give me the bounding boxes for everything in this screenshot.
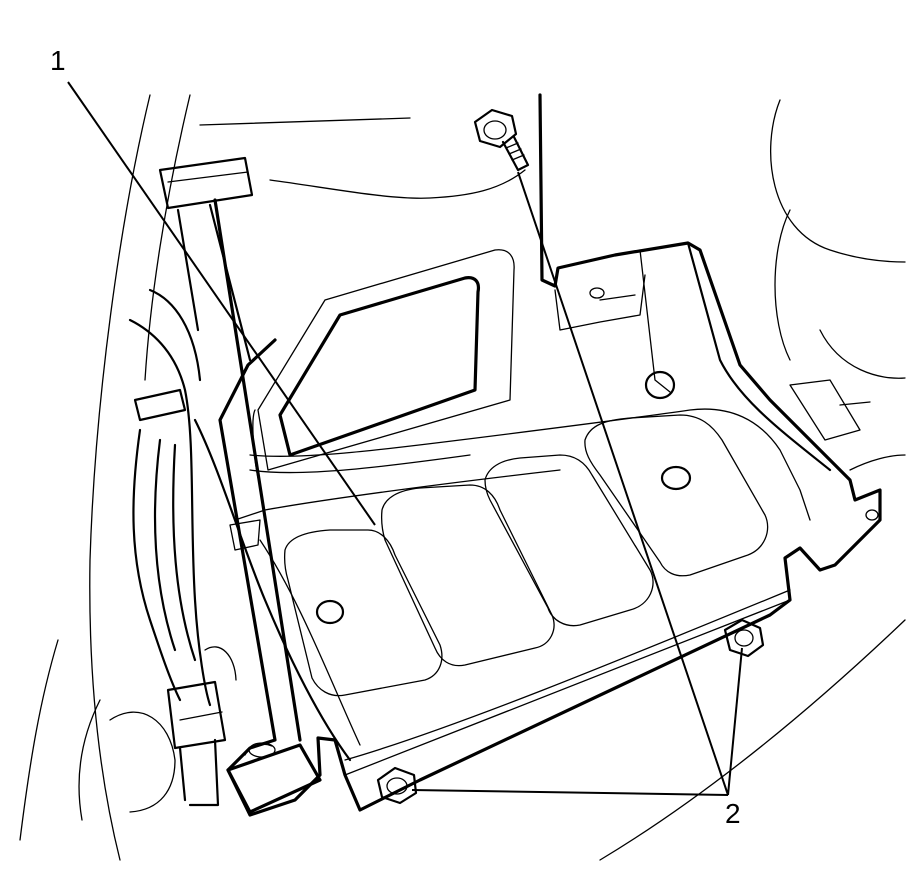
bolt-top (473, 108, 530, 172)
callout-2: 2 (725, 798, 741, 829)
nut-left (376, 766, 418, 805)
leader-1 (67, 81, 376, 526)
right-body-panel (599, 99, 906, 861)
wiring-harness (109, 288, 237, 813)
leader-2-nut-right (727, 647, 743, 796)
nut-right (723, 618, 765, 658)
callout-1: 1 (50, 45, 66, 76)
leader-lines (67, 81, 743, 796)
nut-lower-left (248, 742, 276, 758)
left-body-panel (19, 94, 526, 861)
lower-left-tab (226, 743, 322, 814)
tray-body (193, 93, 882, 817)
leader-2-nut-left (411, 789, 729, 796)
leader-2-bolt (517, 171, 729, 796)
